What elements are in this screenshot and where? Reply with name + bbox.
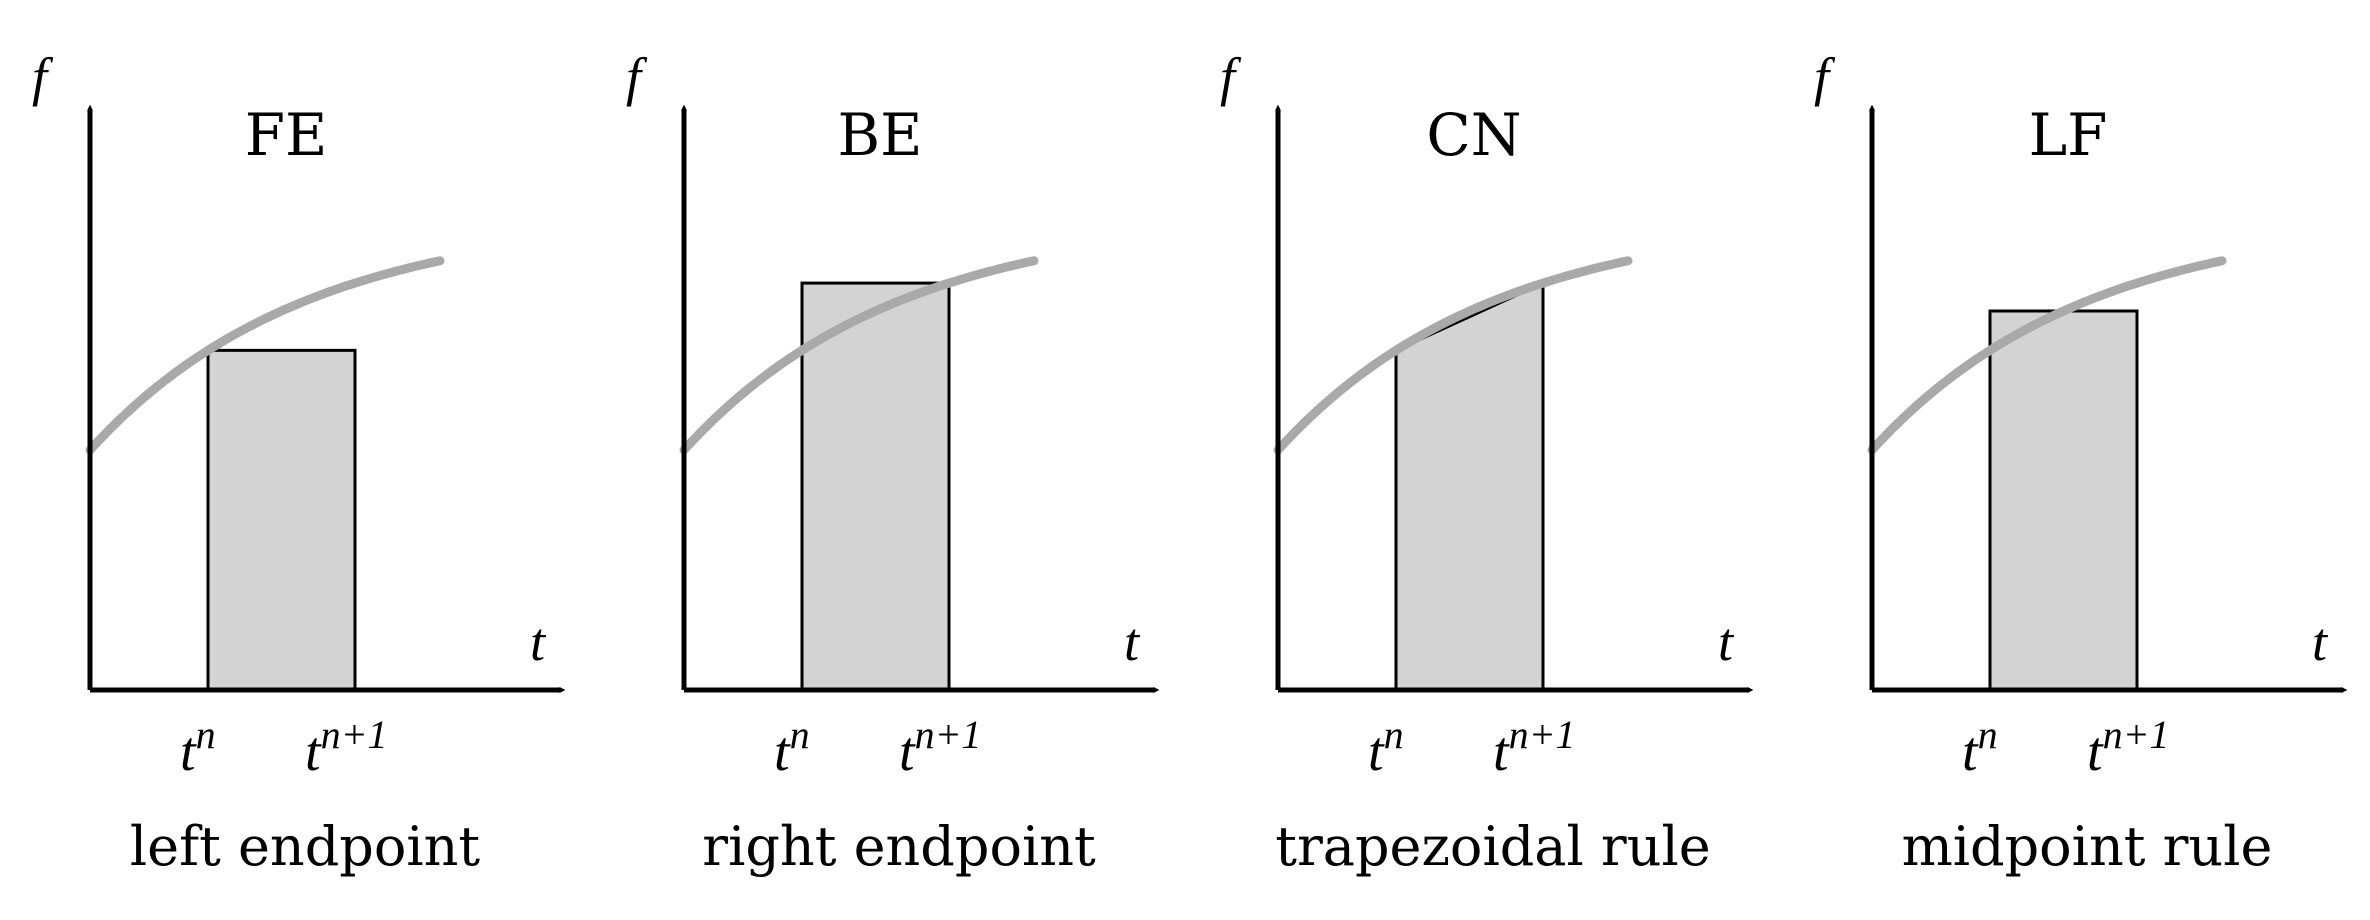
y-axis-label: f	[32, 47, 54, 107]
y-axis-label: f	[1814, 47, 1836, 107]
y-axis-label: f	[1220, 47, 1242, 107]
x-axis-label: t	[530, 612, 547, 672]
function-curve	[85, 256, 445, 455]
panel-caption: left endpoint	[130, 815, 481, 878]
x-axis-label: t	[2312, 612, 2329, 672]
tick-label-tn1: tn+1	[305, 712, 388, 783]
tick-label-tn: tn	[774, 712, 810, 783]
panel-caption: right endpoint	[702, 815, 1096, 878]
tick-label-tn: tn	[1368, 712, 1404, 783]
function-curve	[1273, 256, 1633, 455]
panel-cn: f t CN tn tn+1 trapezoidal rule	[1220, 47, 1754, 878]
x-axis-label: t	[1718, 612, 1735, 672]
tick-label-tn1: tn+1	[1493, 712, 1576, 783]
area-left-endpoint	[206, 348, 357, 692]
panel-title: BE	[838, 101, 923, 169]
panel-title: FE	[245, 101, 328, 169]
area-right-endpoint	[800, 281, 951, 692]
panel-caption: trapezoidal rule	[1275, 815, 1710, 878]
area-trapezoid	[1394, 280, 1545, 692]
panel-title: CN	[1426, 101, 1521, 169]
function-curve	[1867, 256, 2227, 455]
panel-lf: f t LF tn tn+1 midpoint rule	[1814, 47, 2348, 878]
tick-label-tn: tn	[180, 712, 216, 783]
tick-label-tn1: tn+1	[899, 712, 982, 783]
panel-be: f t BE tn tn+1 right endpoint	[626, 47, 1160, 878]
x-axis-label: t	[1124, 612, 1141, 672]
panel-caption: midpoint rule	[1902, 815, 2273, 878]
area-midpoint	[1988, 309, 2139, 692]
panel-title: LF	[2029, 101, 2108, 169]
y-axis-label: f	[626, 47, 648, 107]
tick-label-tn1: tn+1	[2087, 712, 2170, 783]
function-curve	[679, 256, 1039, 455]
tick-label-tn: tn	[1962, 712, 1998, 783]
panel-fe: f t FE tn tn+1 left endpoint	[32, 47, 566, 878]
